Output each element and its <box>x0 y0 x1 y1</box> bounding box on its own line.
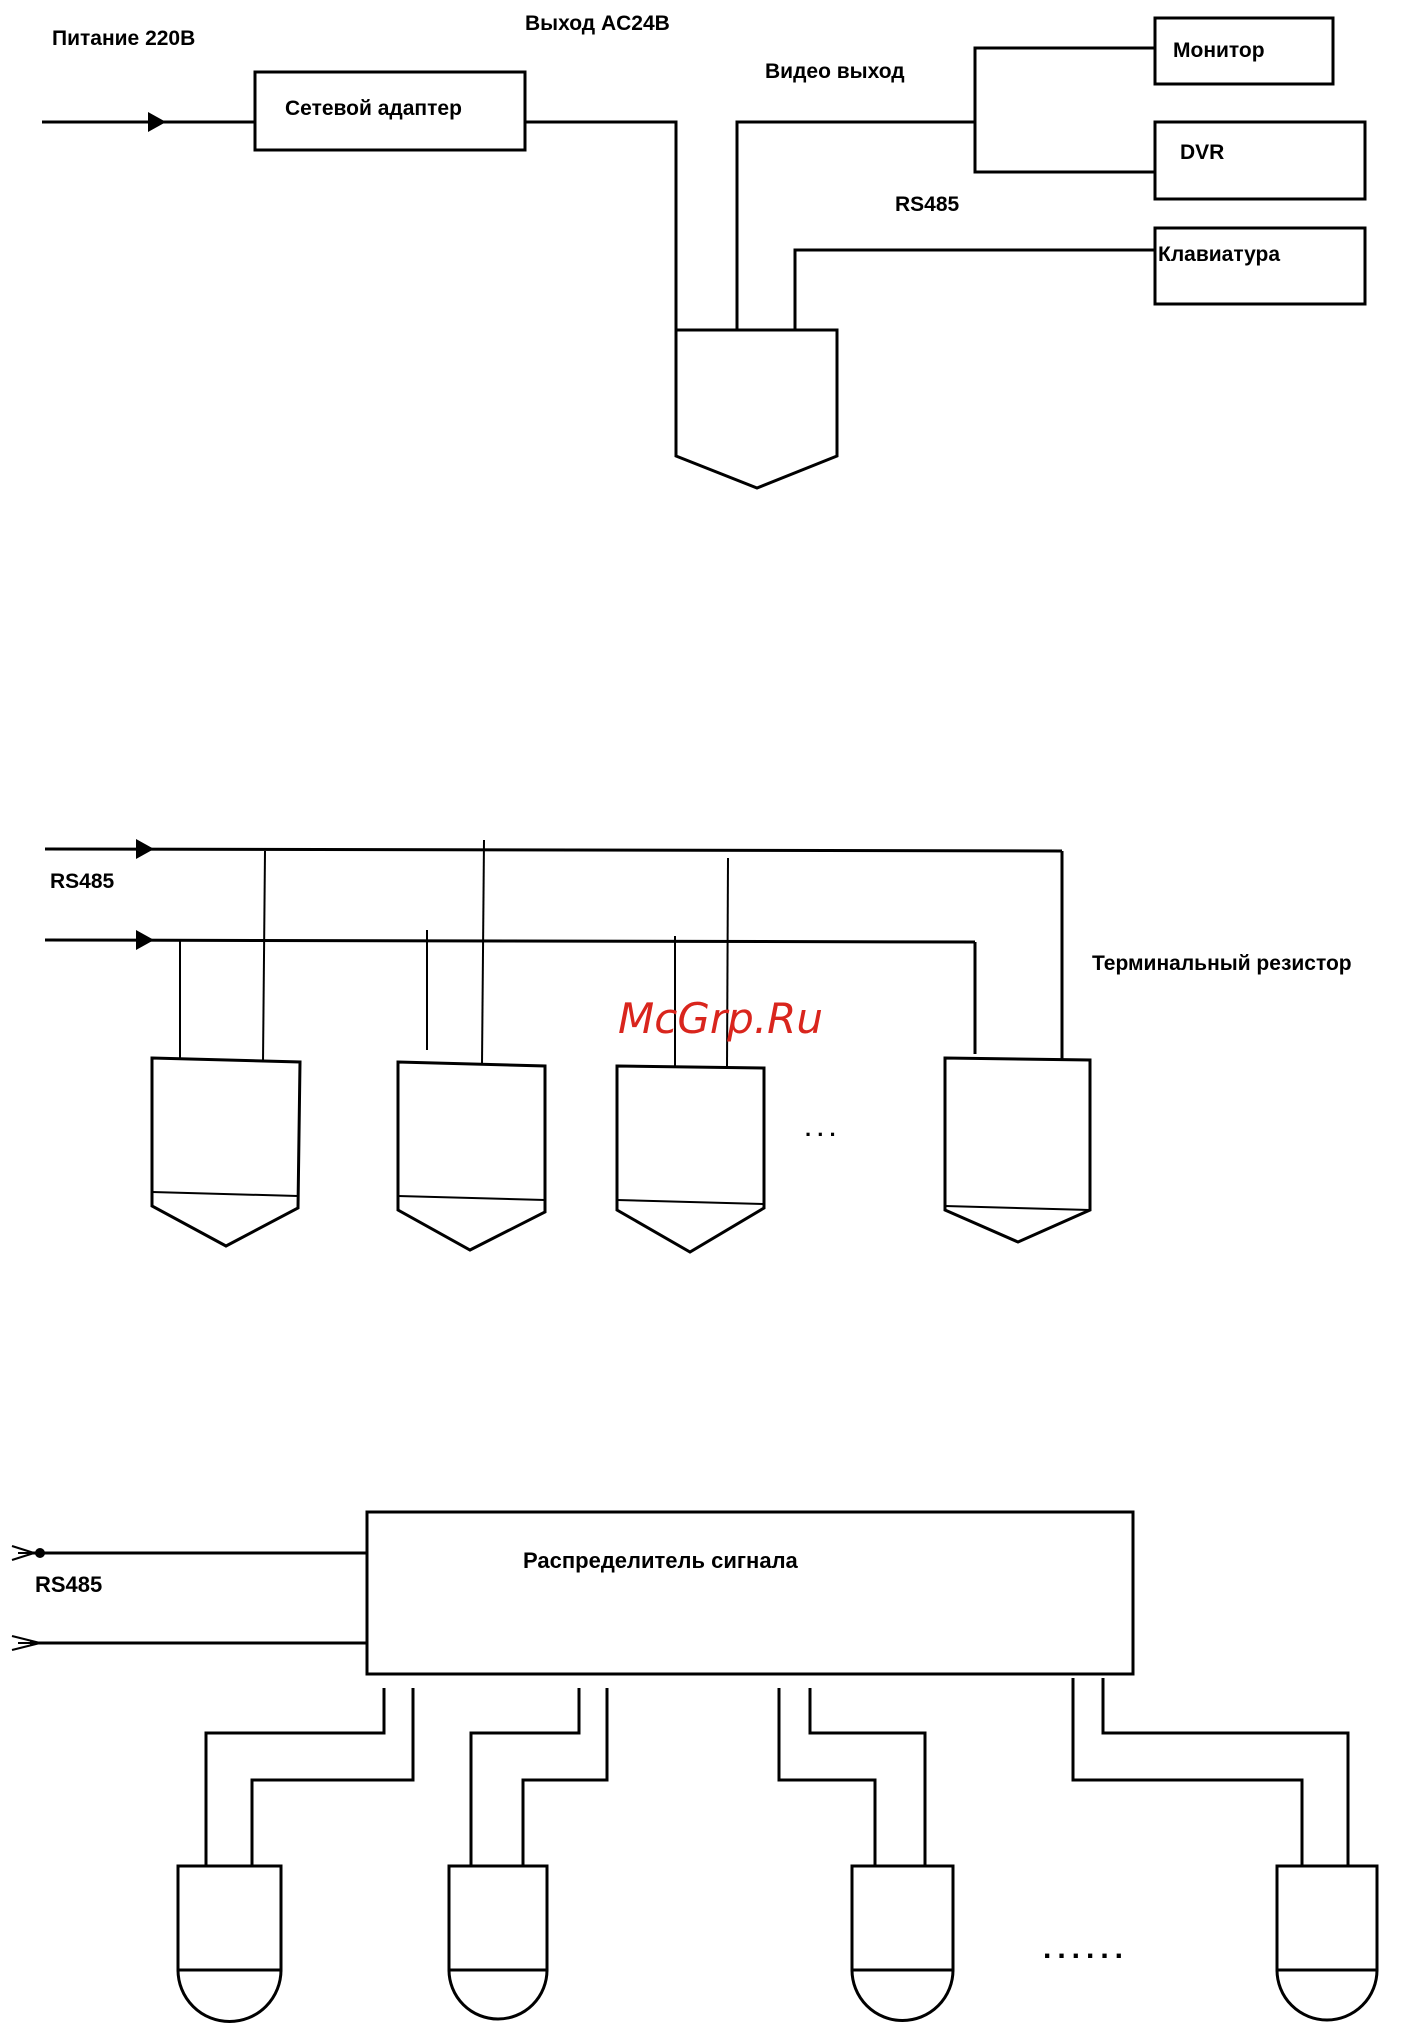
rs485-line-a <box>45 849 1062 851</box>
plug-b-icon <box>12 1636 40 1650</box>
diagram-single-camera: Питание 220В Сетевой адаптер Выход AC24В… <box>42 12 1365 488</box>
rs485-label: RS485 <box>35 1572 102 1597</box>
camera-1-icon <box>152 1058 300 1246</box>
rs485-arrow-a-icon <box>136 839 154 859</box>
camera-1-lead-a <box>263 851 265 1062</box>
watermark: McGrp.Ru <box>618 994 823 1043</box>
cable-2-b <box>523 1688 607 1868</box>
more-cameras-ellipsis: . . . <box>805 1116 836 1141</box>
camera-3-icon <box>617 1066 764 1252</box>
signal-distributor-box <box>367 1512 1133 1674</box>
cable-1-a <box>206 1688 384 1868</box>
rs485-arrow-b-icon <box>136 930 154 950</box>
network-adapter-label: Сетевой адаптер <box>285 97 462 120</box>
dome-camera-icon <box>676 330 837 488</box>
dvr-label: DVR <box>1180 141 1224 164</box>
video-split-wire <box>975 48 1155 172</box>
more-cameras-ellipsis: ...... <box>1043 1932 1129 1965</box>
ac-output-wire <box>525 122 676 330</box>
rs485-wire <box>795 250 1155 330</box>
cable-3-a <box>779 1688 875 1868</box>
cable-4-a <box>1073 1678 1302 1868</box>
diagram-signal-distributor: Распределитель сигнала RS485 <box>12 1512 1377 2022</box>
cable-4-b <box>1103 1678 1348 1868</box>
rs485-label: RS485 <box>50 870 115 893</box>
cable-1-b <box>252 1688 413 1868</box>
dome-camera-last-icon <box>1277 1866 1377 2020</box>
plug-a-icon <box>12 1546 45 1560</box>
rs485-line-b <box>45 940 975 942</box>
video-output-wire <box>737 122 975 330</box>
monitor-label: Монитор <box>1173 39 1265 62</box>
camera-2-icon <box>398 1062 545 1250</box>
keyboard-label: Клавиатура <box>1158 243 1280 266</box>
cable-2-a <box>471 1688 579 1868</box>
video-output-label: Видео выход <box>765 60 905 83</box>
dome-camera-1-icon <box>178 1866 281 2022</box>
diagram-rs485-bus: RS485 Терминальный резистор . . . <box>45 839 1352 1252</box>
dome-camera-2-icon <box>449 1866 547 2019</box>
camera-last-icon <box>945 1058 1090 1242</box>
power-arrow-icon <box>148 112 166 132</box>
terminal-resistor-label: Терминальный резистор <box>1092 952 1352 975</box>
keyboard-box <box>1155 228 1365 304</box>
camera-2-lead-a <box>482 840 484 1064</box>
dome-camera-3-icon <box>852 1866 953 2020</box>
power-label: Питание 220В <box>52 27 195 50</box>
cable-3-b <box>810 1688 925 1868</box>
rs485-label: RS485 <box>895 193 960 216</box>
signal-distributor-label: Распределитель сигнала <box>523 1548 799 1573</box>
ac-output-label: Выход AC24В <box>525 12 670 35</box>
